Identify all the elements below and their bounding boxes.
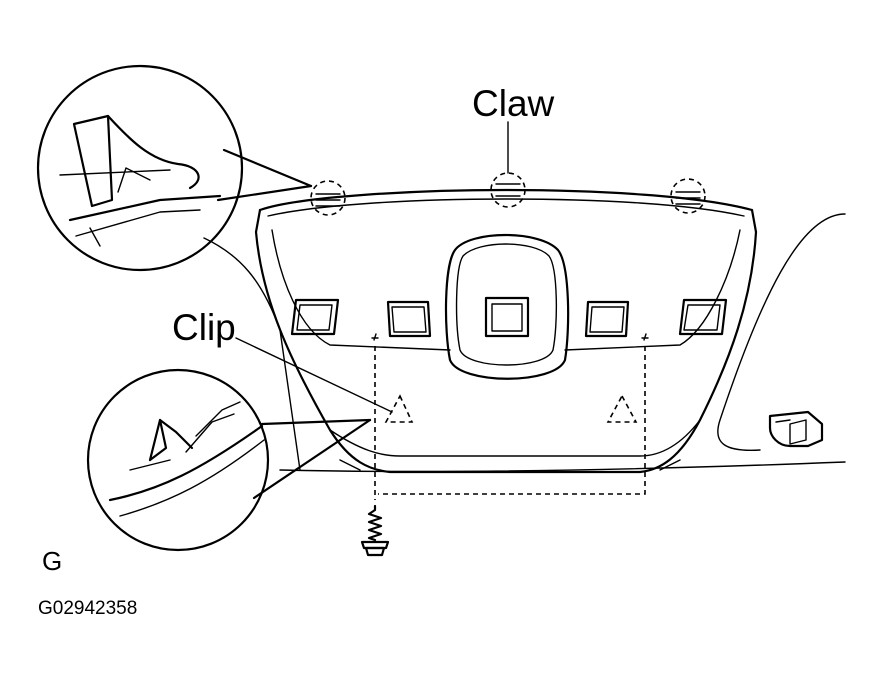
lamp-switch bbox=[768, 410, 824, 448]
claw-detail-callout bbox=[36, 64, 313, 272]
claw-marker-left bbox=[310, 180, 346, 216]
overhead-console bbox=[254, 188, 758, 474]
claw-label: Claw bbox=[472, 83, 555, 124]
clip-marker-right bbox=[606, 394, 638, 423]
view-letter: G bbox=[42, 546, 62, 576]
clip-label: Clip bbox=[172, 307, 236, 348]
screw-icon bbox=[360, 504, 390, 557]
clip-detail-callout bbox=[86, 368, 372, 552]
clip-marker-left bbox=[384, 394, 414, 423]
figure-code: G02942358 bbox=[38, 598, 137, 619]
headliner-outline bbox=[203, 213, 846, 473]
claw-marker-right bbox=[670, 178, 706, 214]
screw-guide bbox=[371, 333, 649, 500]
clip-leader-line bbox=[235, 337, 393, 413]
claw-marker-center bbox=[490, 172, 526, 208]
